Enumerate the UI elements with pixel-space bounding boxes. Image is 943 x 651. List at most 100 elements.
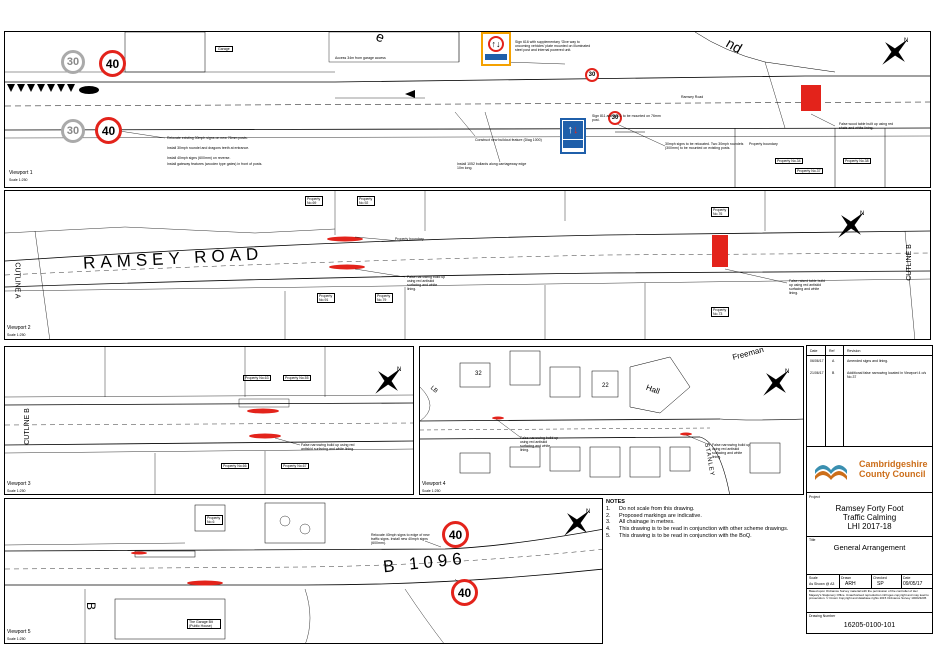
note-number: 1.	[606, 505, 611, 512]
false-narrowing-note: False narrowing build up using red antis…	[301, 443, 355, 451]
north-arrow-icon: N	[882, 38, 908, 65]
sign-616-note: Sign 616 with supplementary 'Give way to…	[515, 40, 591, 52]
rev-col-ref: Ref	[829, 349, 835, 353]
drawing-number-label: Drawing Number	[809, 614, 836, 618]
note-item: 5. This drawing is to be read in conjunct…	[606, 533, 806, 540]
drawing-number: 16205-0100-101	[843, 622, 896, 629]
scale-value: As Shown @ A3	[809, 582, 835, 586]
note-number: 5.	[606, 532, 611, 539]
property-label: Property No.66	[221, 463, 249, 469]
svg-text:N: N	[860, 211, 864, 217]
viewport-label: Viewport 3	[7, 481, 31, 487]
viewport-4: N 32 22 Hall Freeman LB STANLEY False na…	[419, 346, 804, 495]
north-arrow-icon: N	[763, 369, 789, 396]
speed-sign-30: 30	[61, 119, 85, 143]
road-letter: B	[84, 601, 99, 611]
viewport-4-map: N	[420, 350, 803, 494]
viewport-1-map: N e nd	[5, 32, 930, 187]
road-name-label: Ramsey Road	[681, 95, 704, 99]
date-value: 09/05/17	[903, 581, 923, 587]
speed-roundel-30: 30	[608, 111, 622, 125]
viewport-label: Viewport 2	[7, 325, 31, 331]
svg-text:e: e	[374, 32, 387, 46]
property-label: Property No.55	[283, 375, 311, 381]
note-item: 3.All chainage in metres.	[606, 519, 806, 526]
viewport-scale: Scale 1:250	[9, 178, 28, 182]
red-table-marking	[712, 235, 728, 267]
revision-date: 06/06/17	[810, 359, 824, 363]
false-narrowing-note: False narrowing build up using red antis…	[712, 443, 751, 459]
drawing-title: General Arrangement	[833, 543, 906, 552]
note-number: 3.	[606, 519, 611, 526]
speed-sign-40: 40	[451, 579, 478, 606]
note-text: This drawing is to be read in conjunctio…	[619, 526, 789, 533]
table-note: False wood table built up using red shal…	[839, 122, 894, 130]
dragons-teeth	[7, 84, 75, 92]
viewport-5: N B 1096 40 40 Relocate 40mph signs to e…	[4, 498, 603, 644]
north-arrow-icon: N	[564, 509, 590, 536]
svg-text:nd: nd	[724, 35, 745, 57]
note-item: 1. Do not scale from this drawing.	[606, 506, 806, 513]
notes-list: 1. Do not scale from this drawing.2.Propo…	[606, 506, 806, 540]
checked-label: Checked	[873, 576, 887, 580]
viewport-scale: Scale 1:250	[7, 489, 26, 493]
revision-desc: Additional false narrowing located in Vi…	[847, 371, 927, 379]
revision-rev: B	[832, 371, 835, 375]
svg-text:N: N	[397, 367, 401, 373]
viewport-2-map: N	[5, 191, 930, 339]
property-label: Property No.34	[775, 158, 803, 164]
red-narrowing-marking	[327, 236, 363, 242]
drawn-label: Drawn	[841, 576, 852, 580]
north-arrow-icon: N	[375, 367, 401, 394]
date-label: Date	[903, 576, 911, 580]
cutline-a: CUTLINE A	[13, 262, 21, 299]
viewport-scale: Scale 1:250	[422, 489, 441, 493]
false-narrowing-note: False narrowing build up using red antis…	[520, 436, 559, 452]
viewport-scale: Scale 1:250	[7, 637, 26, 641]
build-out-note: Construct new buildout feature (Diag 100…	[475, 138, 542, 142]
revision-desc: Amended signs and lining.	[847, 359, 889, 363]
property-label: Property No.92	[357, 196, 375, 206]
viewport-label: Viewport 4	[422, 481, 446, 487]
cutline-b: CUTLINE B	[23, 408, 31, 445]
garage-label: The Garage Bit (Public House)	[187, 619, 221, 629]
revision-rev: A	[832, 359, 835, 363]
property-label: Property No.38	[843, 158, 871, 164]
give-way-sign-icon: ↑↓	[481, 32, 511, 66]
red-narrowing-marking	[492, 416, 504, 420]
note-text: Proposed markings are indicative.	[619, 512, 702, 519]
viewport-label: Viewport 5	[7, 629, 31, 635]
red-narrowing-marking	[680, 432, 692, 436]
property-boundary-label: Property boundary	[749, 142, 778, 146]
note-text: Do not scale from this drawing.	[619, 505, 695, 512]
bollards-note: Install 1052 bollards along carriageway …	[457, 162, 527, 170]
council-logo-icon	[815, 465, 847, 480]
note-number: 4.	[606, 526, 611, 533]
red-narrowing-marking	[249, 433, 281, 439]
viewport-3: N CUTLINE B Property No.63 Property No.5…	[4, 346, 414, 495]
install-40-note: Install 40mph signs (600mm) on reverse.	[167, 156, 231, 160]
rev-col-date: Date	[810, 349, 818, 353]
scale-label: Scale	[809, 576, 818, 580]
property-label: Property No.69	[305, 196, 323, 206]
viewport-2: N RAMSEY ROAD CUTLINE A CUTLINE B Proper…	[4, 190, 931, 340]
viewport-scale: Scale 1:250	[7, 333, 26, 337]
notes-section: NOTES 1.Do not scale from this drawing.2…	[606, 499, 806, 540]
gateway-note: Install gateway features (wooden type ga…	[167, 162, 263, 166]
sign-811-note: Sign 811 and 811.1 to be mounted on 76mm…	[592, 114, 661, 122]
speed-sign-40: 40	[442, 521, 469, 548]
note-item: 2.Proposed markings are indicative.	[606, 513, 806, 520]
viewport-label: Viewport 1	[9, 170, 33, 176]
north-arrow-icon: N	[838, 211, 864, 238]
note-text: This drawing is to be read in conjunctio…	[619, 532, 752, 539]
roundel-marking	[79, 86, 99, 94]
new-signs-note: Install 30mph roundel and dragons teeth …	[167, 146, 250, 150]
red-narrowing-marking	[131, 551, 147, 555]
drawn-value: ARH	[845, 581, 856, 587]
property-label: Property No.76	[711, 207, 729, 217]
property-label: Property No.67	[281, 463, 309, 469]
garage-label: Garage	[215, 46, 233, 52]
speed-roundel-30: 30	[585, 68, 599, 82]
property-label: Property No.6	[205, 515, 223, 525]
access-note: Access 34m from garage access	[335, 56, 386, 60]
